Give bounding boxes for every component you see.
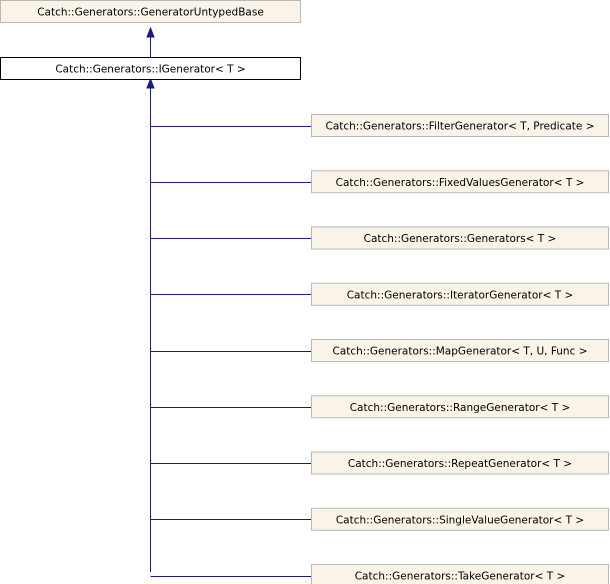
node-derived-class[interactable]: Catch::Generators::RangeGenerator< T >	[311, 395, 609, 419]
node-label: Catch::Generators::IGenerator< T >	[55, 64, 245, 76]
edge-trunk	[146, 77, 155, 572]
inheritance-arrow-icon	[146, 26, 155, 38]
edge-branches	[150, 126, 312, 577]
edge-igenerator-to-base	[146, 26, 155, 57]
node-derived-class[interactable]: Catch::Generators::TakeGenerator< T >	[311, 564, 609, 584]
node-derived-class[interactable]: Catch::Generators::SingleValueGenerator<…	[311, 507, 609, 531]
node-label: Catch::Generators::TakeGenerator< T >	[355, 571, 566, 583]
node-derived-class[interactable]: Catch::Generators::IteratorGenerator< T …	[311, 282, 609, 306]
node-derived-class[interactable]: Catch::Generators::RepeatGenerator< T >	[311, 451, 609, 475]
node-derived-class[interactable]: Catch::Generators::FixedValuesGenerator<…	[311, 170, 609, 194]
node-derived-class[interactable]: Catch::Generators::MapGenerator< T, U, F…	[311, 339, 609, 362]
node-derived-class[interactable]: Catch::Generators::Generators< T >	[311, 226, 609, 250]
node-label: Catch::Generators::SingleValueGenerator<…	[336, 514, 584, 526]
node-label: Catch::Generators::FixedValuesGenerator<…	[336, 177, 585, 189]
derived-class-nodes: Catch::Generators::FilterGenerator< T, P…	[311, 114, 609, 584]
node-label: Catch::Generators::RepeatGenerator< T >	[348, 458, 572, 470]
node-derived-class[interactable]: Catch::Generators::FilterGenerator< T, P…	[311, 114, 609, 137]
node-label: Catch::Generators::RangeGenerator< T >	[350, 402, 571, 414]
node-label: Catch::Generators::GeneratorUntypedBase	[37, 7, 264, 19]
node-label: Catch::Generators::FilterGenerator< T, P…	[326, 121, 595, 133]
node-generator-untyped-base[interactable]: Catch::Generators::GeneratorUntypedBase	[0, 0, 301, 23]
node-igenerator[interactable]: Catch::Generators::IGenerator< T >	[0, 57, 301, 80]
node-label: Catch::Generators::Generators< T >	[364, 233, 557, 245]
node-label: Catch::Generators::MapGenerator< T, U, F…	[333, 346, 588, 358]
node-label: Catch::Generators::IteratorGenerator< T …	[347, 289, 574, 301]
inheritance-arrow-icon	[146, 77, 155, 89]
